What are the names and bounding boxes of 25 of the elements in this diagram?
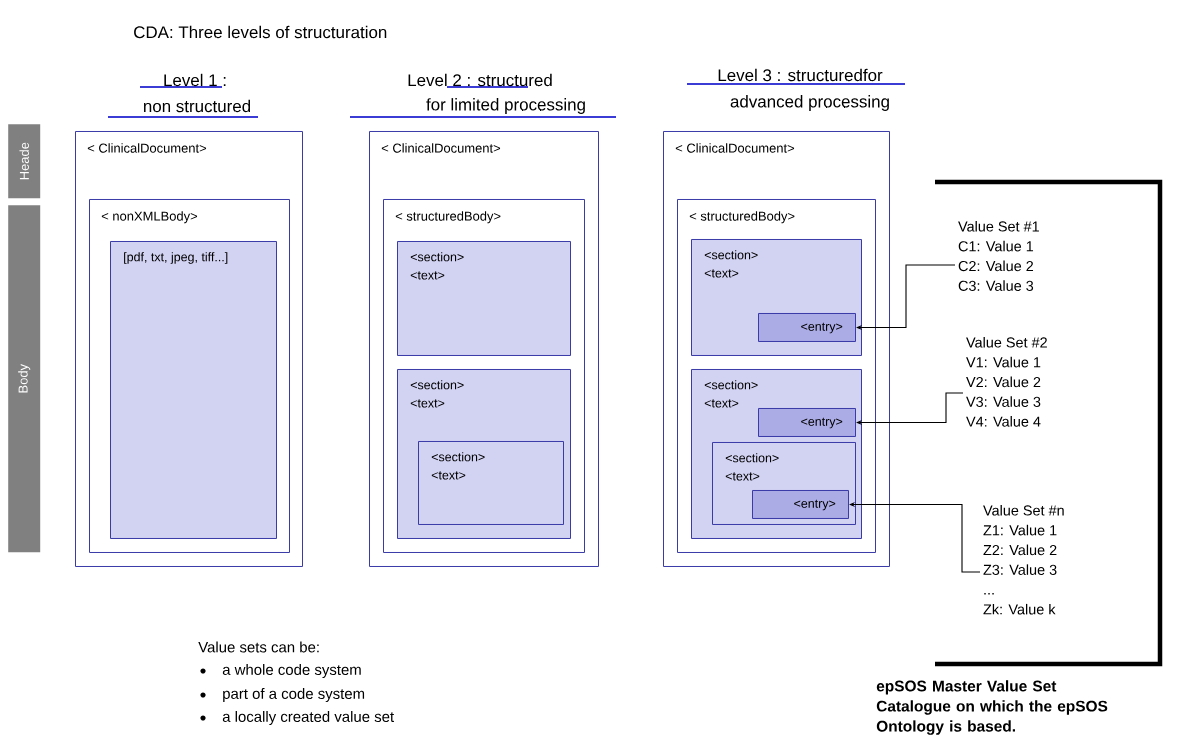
section-bar: Body: [8, 205, 41, 553]
entry-box: <entry>: [752, 490, 849, 519]
level-heading: Level 3 : structuredfor: [687, 68, 905, 86]
value-set-text: Value Set #n Z1: Value 1 Z2: Value 2 Z3: Value 3 ... Zk: Value k: [983, 505, 1064, 615]
bullet-item: a locally created value set: [200, 711, 394, 725]
connector-arrow: [856, 264, 956, 331]
connector-arrow: [856, 392, 964, 426]
entry-box: <entry>: [758, 313, 856, 342]
list-heading: advanced processing: [730, 95, 889, 111]
bullet-item: part of a code system: [200, 688, 365, 702]
level-heading: non structured: [108, 99, 258, 119]
value-set-text: Value Set #2 V1: Value 1 V2: Value 2 V3: Value 3 V4: Value 4: [966, 337, 1047, 427]
bullet-item: a whole code system: [200, 664, 361, 678]
section-box: [pdf, txt, jpeg, tiff...]: [110, 241, 277, 539]
section-box: <section> <text>: [397, 241, 571, 356]
entry-box: <entry>: [758, 408, 856, 437]
level-heading: Level 1 :: [140, 73, 226, 89]
level-heading: Level 2 : structured: [408, 73, 552, 89]
value-set-text: Value Set #1 C1: Value 1 C2: Value 2 C3: Value 3: [958, 221, 1039, 291]
level-heading: for limited processing: [350, 98, 616, 119]
note-text: epSOS Master Value Set Catalogue on which the epSOS Ontology is based.: [876, 680, 1108, 735]
section-box: <section> <text>: [418, 441, 564, 525]
title: CDA: Three levels of structuration: [134, 25, 387, 39]
list-heading: Value sets can be:: [198, 641, 319, 653]
section-bar: Heade: [8, 124, 41, 199]
